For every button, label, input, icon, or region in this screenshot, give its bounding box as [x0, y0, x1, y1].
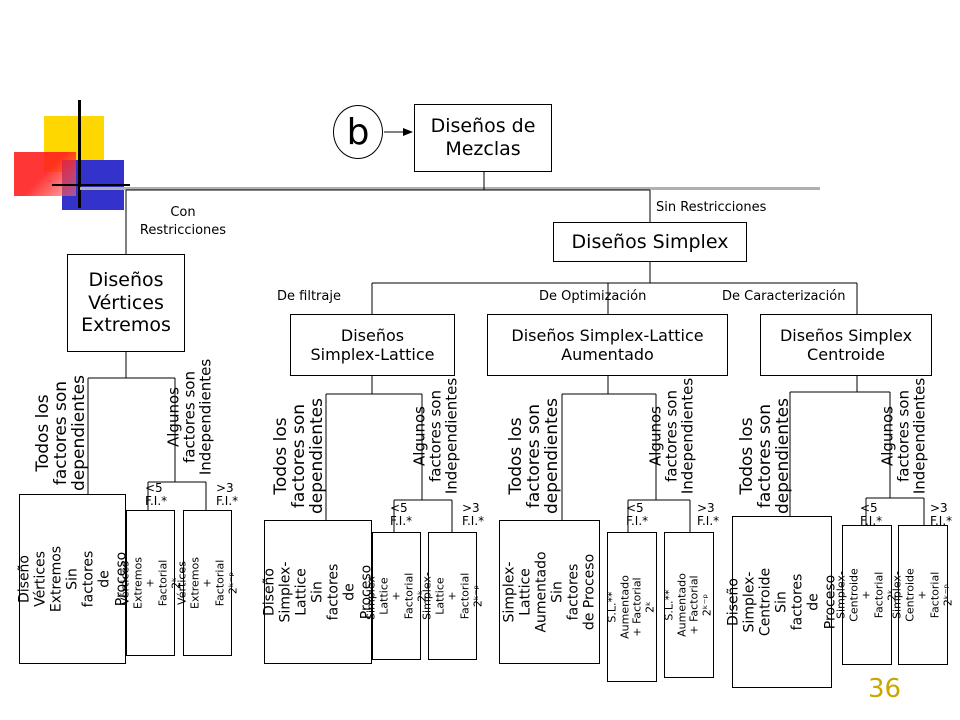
leaf-ve-main: Diseño Vértices Extremos Sin factores de… — [16, 494, 129, 664]
label-algunos-independientes: Algunos factores son Independientes — [646, 377, 696, 495]
node-simplex-lattice-aumentado-label: Diseños Simplex-Lattice Aumentado — [511, 325, 704, 364]
leaf-sc-main-text: Diseño Simplex-Centroide Sin factores de… — [725, 567, 839, 637]
decorative-logo — [10, 100, 130, 210]
leaf-sl-main: Diseño Simplex-Lattice Sin factores de P… — [261, 520, 375, 664]
leaf-ve-fraccional-text: Vértices Extremos + Factorial 2ᵏ⁻ᵖ — [174, 557, 239, 609]
leaf-ve-main-text: Diseño Vértices Extremos Sin factores de… — [16, 545, 129, 613]
node-vertices-extremos: Diseños Vértices Extremos — [67, 254, 185, 352]
root-node: Diseños de Mezclas — [414, 104, 552, 172]
node-simplex-lattice-label: Diseños Simplex-Lattice — [310, 325, 435, 364]
leaf-sla-main-text: Simplex-Lattice Aumentado Sin factores d… — [501, 551, 598, 633]
fi-gt3: >3 F.I.* — [216, 481, 239, 508]
header-rule — [80, 187, 820, 190]
label-algunos-independientes: Algunos factores son Independientes — [878, 377, 928, 495]
edge-de-optimizacion: De Optimización — [539, 289, 647, 304]
node-simplex-centroide-label: Diseños Simplex Centroide — [779, 325, 913, 364]
label-todos-dependientes: Todos los factores son dependientes — [271, 397, 327, 515]
leaf-sla-main: Simplex-Lattice Aumentado Sin factores d… — [499, 520, 600, 664]
root-label: Diseños de Mezclas — [430, 115, 536, 160]
edge-con-restricciones: Con Restricciones — [128, 204, 238, 240]
fi-lt5: <5 F.I.* — [626, 501, 649, 528]
node-simplex-centroide: Diseños Simplex Centroide — [760, 314, 932, 376]
node-vertices-extremos-label: Diseños Vértices Extremos — [81, 268, 171, 337]
leaf-sla-factorial: S.L.** Aumentado + Factorial 2ᵏ — [605, 532, 657, 682]
fi-gt3: >3 F.I.* — [697, 501, 720, 528]
leaf-sla-fraccional-text: S.L.** Aumentado + Factorial 2ᵏ⁻ᵖ — [662, 573, 714, 637]
leaf-sc-factorial-text: Simplex-Centroide + Factorial 2ᵏ — [834, 568, 898, 622]
label-algunos-independientes: Algunos factores son Independientes — [164, 358, 214, 476]
leaf-sla-factorial-text: S.L.** Aumentado + Factorial 2ᵏ — [605, 575, 657, 639]
leaf-ve-factorial: Vértices Extremos + Factorial 2ᵏ — [118, 510, 181, 656]
label-todos-dependientes: Todos los factores son dependientes — [33, 374, 89, 492]
node-simplex-label: Diseños Simplex — [571, 230, 729, 253]
leaf-sc-factorial: Simplex-Centroide + Factorial 2ᵏ — [834, 525, 898, 665]
fi-gt3: >3 F.I.* — [462, 501, 485, 528]
leaf-sc-fraccional-text: Simplex-Centroide + Factorial 2ᵏ⁻ᵖ — [890, 568, 954, 622]
leaf-sl-fraccional: Simplex-Lattice + Factorial 2ᵏ⁻ᵖ — [420, 532, 483, 660]
edge-sin-restricciones: Sin Restricciones — [656, 200, 767, 215]
edge-de-filtraje: De filtraje — [277, 289, 341, 304]
leaf-sl-factorial: Simplex-Lattice + Factorial 2ᵏ — [364, 532, 427, 660]
badge-b: b — [333, 105, 383, 159]
fi-lt5: <5 F.I.* — [860, 501, 883, 528]
edge-de-caracterizacion: De Caracterización — [722, 289, 846, 304]
logo-horizontal-line — [52, 184, 130, 186]
fi-lt5: <5 F.I.* — [145, 481, 168, 508]
badge-letter: b — [346, 111, 370, 153]
label-todos-dependientes: Todos los factores son dependientes — [737, 397, 793, 515]
logo-red-square — [14, 152, 76, 196]
logo-vertical-line — [78, 100, 81, 208]
leaf-ve-fraccional: Vértices Extremos + Factorial 2ᵏ⁻ᵖ — [175, 510, 238, 656]
label-todos-dependientes: Todos los factores son dependientes — [506, 397, 562, 515]
leaf-sl-fraccional-text: Simplex-Lattice + Factorial 2ᵏ⁻ᵖ — [419, 572, 484, 620]
fi-gt3: >3 F.I.* — [930, 501, 953, 528]
leaf-ve-factorial-text: Vértices Extremos + Factorial 2ᵏ — [117, 557, 182, 609]
leaf-sl-main-text: Diseño Simplex-Lattice Sin factores de P… — [261, 561, 375, 623]
page-number: 36 — [868, 674, 902, 704]
node-simplex-lattice: Diseños Simplex-Lattice — [290, 314, 455, 376]
label-algunos-independientes: Algunos factores son Independientes — [410, 377, 460, 495]
leaf-sc-main: Diseño Simplex-Centroide Sin factores de… — [726, 516, 838, 688]
node-simplex-lattice-aumentado: Diseños Simplex-Lattice Aumentado — [487, 314, 728, 376]
fi-lt5: <5 F.I.* — [390, 501, 413, 528]
node-simplex: Diseños Simplex — [553, 222, 747, 262]
leaf-sl-factorial-text: Simplex-Lattice + Factorial 2ᵏ — [363, 572, 428, 620]
leaf-sla-fraccional: S.L.** Aumentado + Factorial 2ᵏ⁻ᵖ — [662, 532, 714, 678]
leaf-sc-fraccional: Simplex-Centroide + Factorial 2ᵏ⁻ᵖ — [890, 525, 954, 665]
